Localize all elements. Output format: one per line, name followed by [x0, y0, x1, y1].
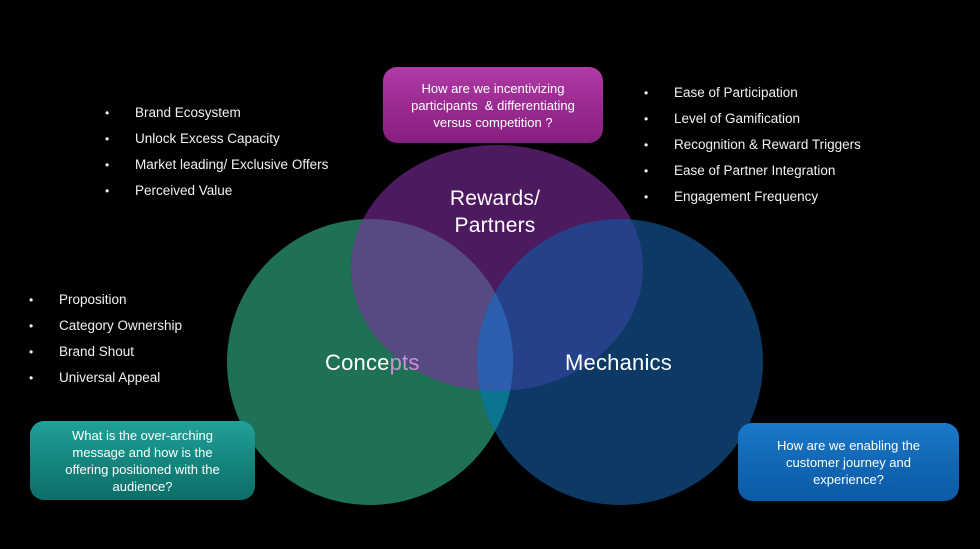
bullet-icon: •	[105, 158, 110, 172]
list-item: • Engagement Frequency	[644, 184, 861, 210]
mechanics-question-text: How are we enabling the customer journey…	[776, 437, 921, 487]
rewards-partners-label: Rewards/ Partners	[395, 185, 595, 239]
bullet-icon: •	[105, 106, 110, 120]
list-item: • Unlock Excess Capacity	[105, 126, 328, 152]
bullet-icon: •	[644, 164, 649, 178]
concepts-label-tinted-part: pts	[389, 350, 420, 375]
list-item-label: Recognition & Reward Triggers	[674, 137, 861, 152]
bullet-icon: •	[29, 345, 34, 359]
concepts-question-callout: What is the over-arching message and how…	[30, 421, 255, 500]
list-item: • Category Ownership	[29, 313, 182, 339]
mechanics-attributes-list: • Ease of Participation • Level of Gamif…	[644, 80, 861, 210]
bullet-icon: •	[644, 112, 649, 126]
bullet-icon: •	[644, 190, 649, 204]
concepts-attributes-list: • Proposition • Category Ownership • Bra…	[29, 287, 182, 391]
list-item-label: Level of Gamification	[674, 111, 801, 126]
concepts-question-text: What is the over-arching message and how…	[65, 427, 220, 494]
list-item-label: Ease of Participation	[674, 85, 798, 100]
bullet-icon: •	[644, 138, 649, 152]
list-item-label: Engagement Frequency	[674, 189, 819, 204]
list-item-label: Universal Appeal	[59, 370, 161, 385]
list-item-label: Brand Ecosystem	[135, 105, 241, 120]
bullet-icon: •	[644, 86, 649, 100]
rewards-label-line1: Rewards/	[449, 187, 541, 210]
list-item: • Universal Appeal	[29, 365, 182, 391]
list-item: • Level of Gamification	[644, 106, 861, 132]
rewards-label-line2: Partners	[454, 214, 536, 237]
list-item: • Ease of Participation	[644, 80, 861, 106]
list-item: • Perceived Value	[105, 178, 328, 204]
list-item: • Proposition	[29, 287, 182, 313]
list-item: • Brand Shout	[29, 339, 182, 365]
list-item-label: Brand Shout	[59, 344, 135, 359]
list-item: • Market leading/ Exclusive Offers	[105, 152, 328, 178]
mechanics-label: Mechanics	[565, 350, 672, 375]
list-item: • Ease of Partner Integration	[644, 158, 861, 184]
mechanics-question-callout: How are we enabling the customer journey…	[738, 423, 959, 501]
list-item-label: Perceived Value	[135, 183, 233, 198]
bullet-icon: •	[29, 319, 34, 333]
list-item-label: Ease of Partner Integration	[674, 163, 836, 178]
rewards-question-text: How are we incentivizing participants & …	[411, 80, 575, 130]
list-item-label: Proposition	[59, 292, 127, 307]
list-item-label: Market leading/ Exclusive Offers	[135, 157, 329, 172]
bullet-icon: •	[105, 132, 110, 146]
list-item-label: Unlock Excess Capacity	[135, 131, 280, 146]
rewards-question-callout: How are we incentivizing participants & …	[383, 67, 603, 143]
rewards-attributes-list: • Brand Ecosystem • Unlock Excess Capaci…	[105, 100, 328, 204]
concepts-label-white-part: Conce	[325, 350, 390, 375]
list-item-label: Category Ownership	[59, 318, 183, 333]
list-item: • Recognition & Reward Triggers	[644, 132, 861, 158]
concepts-label: Concepts	[325, 350, 420, 376]
bullet-icon: •	[29, 293, 34, 307]
bullet-icon: •	[105, 184, 110, 198]
list-item: • Brand Ecosystem	[105, 100, 328, 126]
bullet-icon: •	[29, 371, 34, 385]
